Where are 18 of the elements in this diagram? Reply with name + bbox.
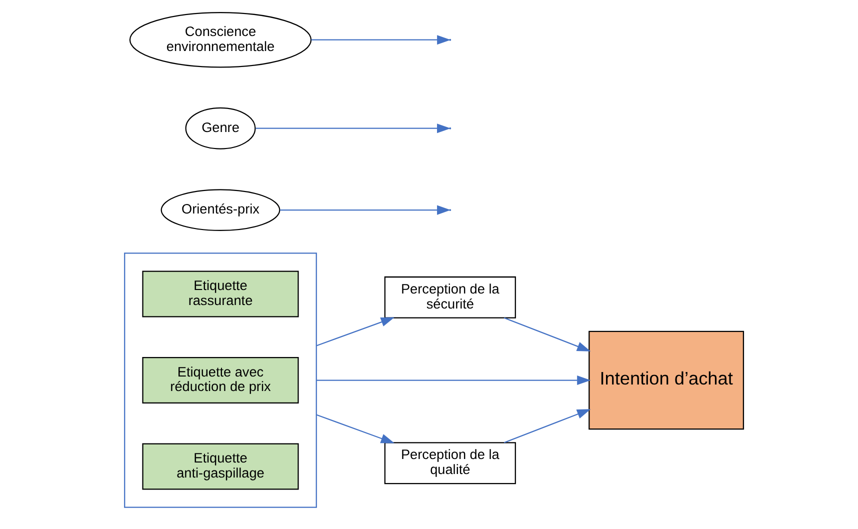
arrow [503, 317, 590, 352]
node-box: Etiquette avec réduction de prix [142, 357, 298, 404]
arrow [316, 317, 394, 346]
node-box: Perception de la qualité [384, 442, 516, 484]
arrow [316, 375, 590, 386]
arrow [310, 35, 450, 45]
node-ellipse: Genre [184, 107, 256, 150]
arrow [503, 409, 590, 444]
node-box: Etiquette rassurante [142, 270, 298, 318]
node-ellipse: Orientés-prix [160, 189, 280, 232]
arrow [316, 414, 394, 444]
node-box: Intention d’achat [588, 330, 744, 430]
node-box: Etiquette anti-gaspillage [142, 443, 298, 490]
node-ellipse: Conscience environnementale [128, 12, 312, 68]
cluster [124, 252, 316, 508]
node-box: Perception de la sécurité [384, 276, 516, 318]
arrow [255, 124, 450, 134]
arrow [279, 205, 450, 215]
